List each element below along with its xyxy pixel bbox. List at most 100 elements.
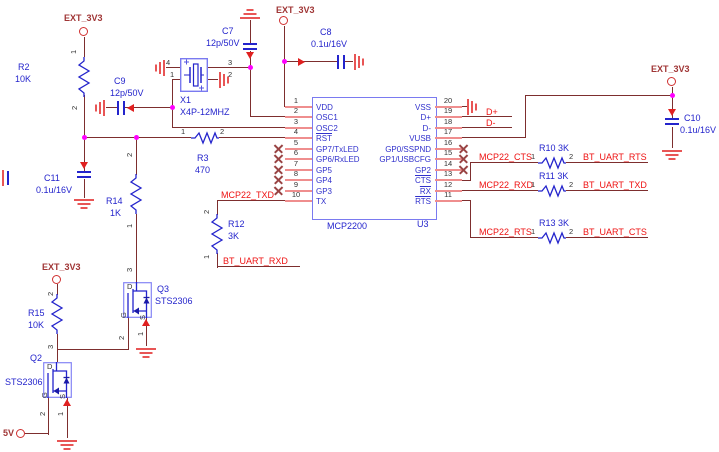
ic-pin-stub [285, 169, 312, 171]
capacitor-plate [665, 123, 679, 125]
capacitor-plate [243, 43, 257, 45]
wire [217, 200, 219, 215]
ic-pin-name: D- [422, 124, 431, 133]
resistor-pin-number: 1 [125, 223, 134, 228]
ic-pin-name: TX [316, 197, 327, 206]
ic-pin-name: GP0/SSPND [385, 145, 431, 154]
ic-pin-name: GP2 [414, 166, 431, 175]
mosfet-pin-number: 3 [125, 267, 134, 272]
net-label-bt-uart-rts: BT_UART_RTS [583, 152, 647, 162]
power-terminal-icon [16, 429, 25, 438]
wire [48, 397, 50, 435]
wire [566, 162, 648, 164]
resistor-r13 [538, 231, 566, 245]
mosfet-ref: Q3 [157, 284, 170, 294]
resistor-value: 3K [558, 143, 570, 153]
resistor-pin-number: 2 [125, 152, 134, 157]
wire [462, 116, 512, 118]
resistor-ref: R15 [28, 308, 45, 318]
mosfet-q2 [43, 362, 72, 398]
ground-icon [74, 199, 94, 210]
wire [136, 138, 138, 175]
resistor-r12 [210, 214, 224, 254]
ic-pin-number: 17 [443, 127, 453, 136]
wire [462, 127, 512, 129]
ground-icon [240, 9, 260, 20]
signal-arrow [127, 104, 134, 112]
resistor-value: 3K [558, 218, 570, 228]
wire [57, 284, 59, 295]
resistor-ref-value: R11 3K [539, 171, 568, 181]
resistor-r10 [538, 156, 566, 170]
resistor-pin-number: 2 [569, 152, 574, 161]
capacitor-plate [117, 101, 119, 115]
resistor-ref: R10 [539, 143, 556, 153]
wire [345, 61, 353, 63]
wire [106, 107, 117, 109]
ic-mcp2200-body [312, 97, 437, 220]
net-label-mcp22-rts: MCP22_RTS [479, 227, 532, 237]
junction-dot [670, 93, 675, 98]
ic-pin-stub [435, 190, 462, 192]
capacitor-ref: C11 [44, 173, 60, 183]
resistor-pin-number: 2 [569, 180, 574, 189]
wire [172, 79, 174, 128]
capacitor-plate [77, 176, 91, 178]
capacitor-ref: C7 [222, 26, 234, 36]
resistor-ref: R2 [18, 62, 30, 72]
resistor-pin-number: 1 [531, 227, 536, 236]
ic-pin-name: VUSB [409, 134, 431, 143]
resistor-r3 [191, 131, 219, 145]
no-connect-x [274, 144, 283, 153]
wire [470, 200, 472, 238]
resistor-ref: R11 [539, 171, 555, 181]
capacitor-value: 12p/50V [206, 38, 240, 48]
resistor-ref: R14 [106, 196, 123, 206]
ic-pin-stub [435, 169, 462, 171]
no-connect-x [274, 165, 283, 174]
mosfet-pin-number: 2 [38, 411, 47, 416]
wire [67, 397, 69, 438]
mosfet-part: STS2306 [155, 296, 193, 306]
ic-pin-stub [285, 200, 312, 202]
net-label-d-minus: D- [486, 118, 496, 128]
no-connect-x [459, 154, 468, 163]
no-connect-x [274, 175, 283, 184]
resistor-ref: R3 [197, 153, 209, 163]
wire [672, 127, 674, 148]
resistor-pin-number: 3 [46, 344, 55, 349]
ic-pin-name: GP4 [316, 176, 333, 185]
no-connect-x [274, 186, 283, 195]
resistor-r15 [50, 294, 64, 334]
net-label-mcp22-rxd: MCP22_RXD [479, 180, 534, 190]
net-label-mcp22-txd: MCP22_TXD [221, 190, 275, 200]
wire [172, 79, 180, 81]
crystal-ref: X1 [180, 95, 192, 105]
ic-ref-label: U3 [417, 219, 429, 229]
resistor-ref-value: R13 3K [539, 218, 569, 228]
ic-pin-name: D+ [420, 113, 431, 122]
ic-pin-stub [435, 127, 462, 129]
wire [470, 237, 538, 239]
mosfet-pin-letter: S [138, 314, 147, 320]
wire [217, 266, 300, 268]
ic-pin-number: 19 [443, 106, 453, 115]
wire [250, 67, 252, 117]
ic-pin-stub [435, 158, 462, 160]
wire [208, 67, 251, 69]
ic-pin-number: 14 [443, 159, 453, 168]
ground-icon [95, 100, 106, 116]
resistor-pin-number: 1 [531, 180, 536, 189]
wire [25, 433, 48, 435]
resistor-ref: R12 [228, 219, 245, 229]
junction-dot [248, 65, 253, 70]
net-label-bt-uart-rxd: BT_UART_RXD [223, 256, 288, 266]
power-label: EXT_3V3 [42, 262, 81, 272]
ic-pin-number: 20 [443, 96, 453, 105]
junction-dot [282, 59, 287, 64]
resistor-pin-number: 1 [69, 49, 78, 54]
ic-pin-stub [435, 116, 462, 118]
resistor-value: 1K [110, 208, 122, 218]
capacitor-value: 0.1u/16V [36, 185, 73, 195]
resistor-value: 10K [28, 320, 45, 330]
